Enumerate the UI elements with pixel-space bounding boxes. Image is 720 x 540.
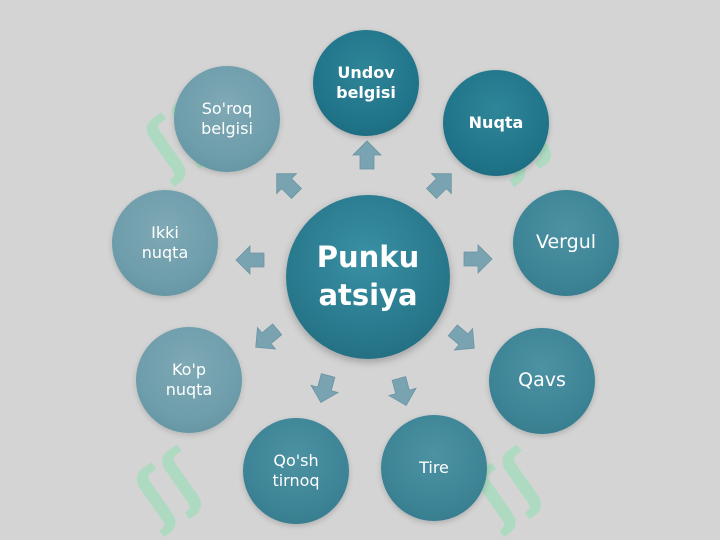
- node-tire: Tire: [381, 415, 487, 521]
- node-qavs: Qavs: [489, 328, 595, 434]
- node-tire-label: Tire: [419, 458, 449, 477]
- node-ikki-nuqta-label: Ikki nuqta: [141, 223, 189, 262]
- center-node: Punku atsiya: [286, 195, 450, 359]
- node-qosh-tirnoq-label: Qo'sh tirnoq: [272, 451, 320, 490]
- node-qavs-label: Qavs: [518, 369, 566, 392]
- center-label: Punku atsiya: [316, 240, 420, 312]
- node-qosh-tirnoq: Qo'sh tirnoq: [243, 418, 349, 524]
- node-nuqta: Nuqta: [443, 70, 549, 176]
- arrow-to-soroq-belgisi: [276, 173, 303, 200]
- node-nuqta-label: Nuqta: [468, 113, 524, 132]
- node-ikki-nuqta: Ikki nuqta: [112, 190, 218, 296]
- arrow-to-ikki-nuqta: [235, 245, 265, 275]
- arrow-to-qosh-tirnoq: [310, 373, 340, 404]
- node-kop-nuqta-label: Ko'p nuqta: [165, 360, 213, 399]
- arrow-to-vergul: [463, 244, 493, 274]
- node-soroq-belgisi: So'roq belgisi: [174, 66, 280, 172]
- arrow-to-kop-nuqta: [255, 323, 283, 350]
- node-vergul-label: Vergul: [535, 231, 597, 254]
- node-vergul: Vergul: [513, 190, 619, 296]
- arrow-to-qavs: [447, 324, 475, 351]
- arrow-to-undov-belgisi: [352, 140, 382, 170]
- node-undov-belgisi: Undov belgisi: [313, 30, 419, 136]
- node-soroq-belgisi-label: So'roq belgisi: [201, 99, 253, 138]
- node-kop-nuqta: Ko'p nuqta: [136, 327, 242, 433]
- node-undov-belgisi-label: Undov belgisi: [336, 63, 396, 102]
- arrow-to-tire: [387, 376, 417, 407]
- arrow-to-nuqta: [425, 173, 452, 200]
